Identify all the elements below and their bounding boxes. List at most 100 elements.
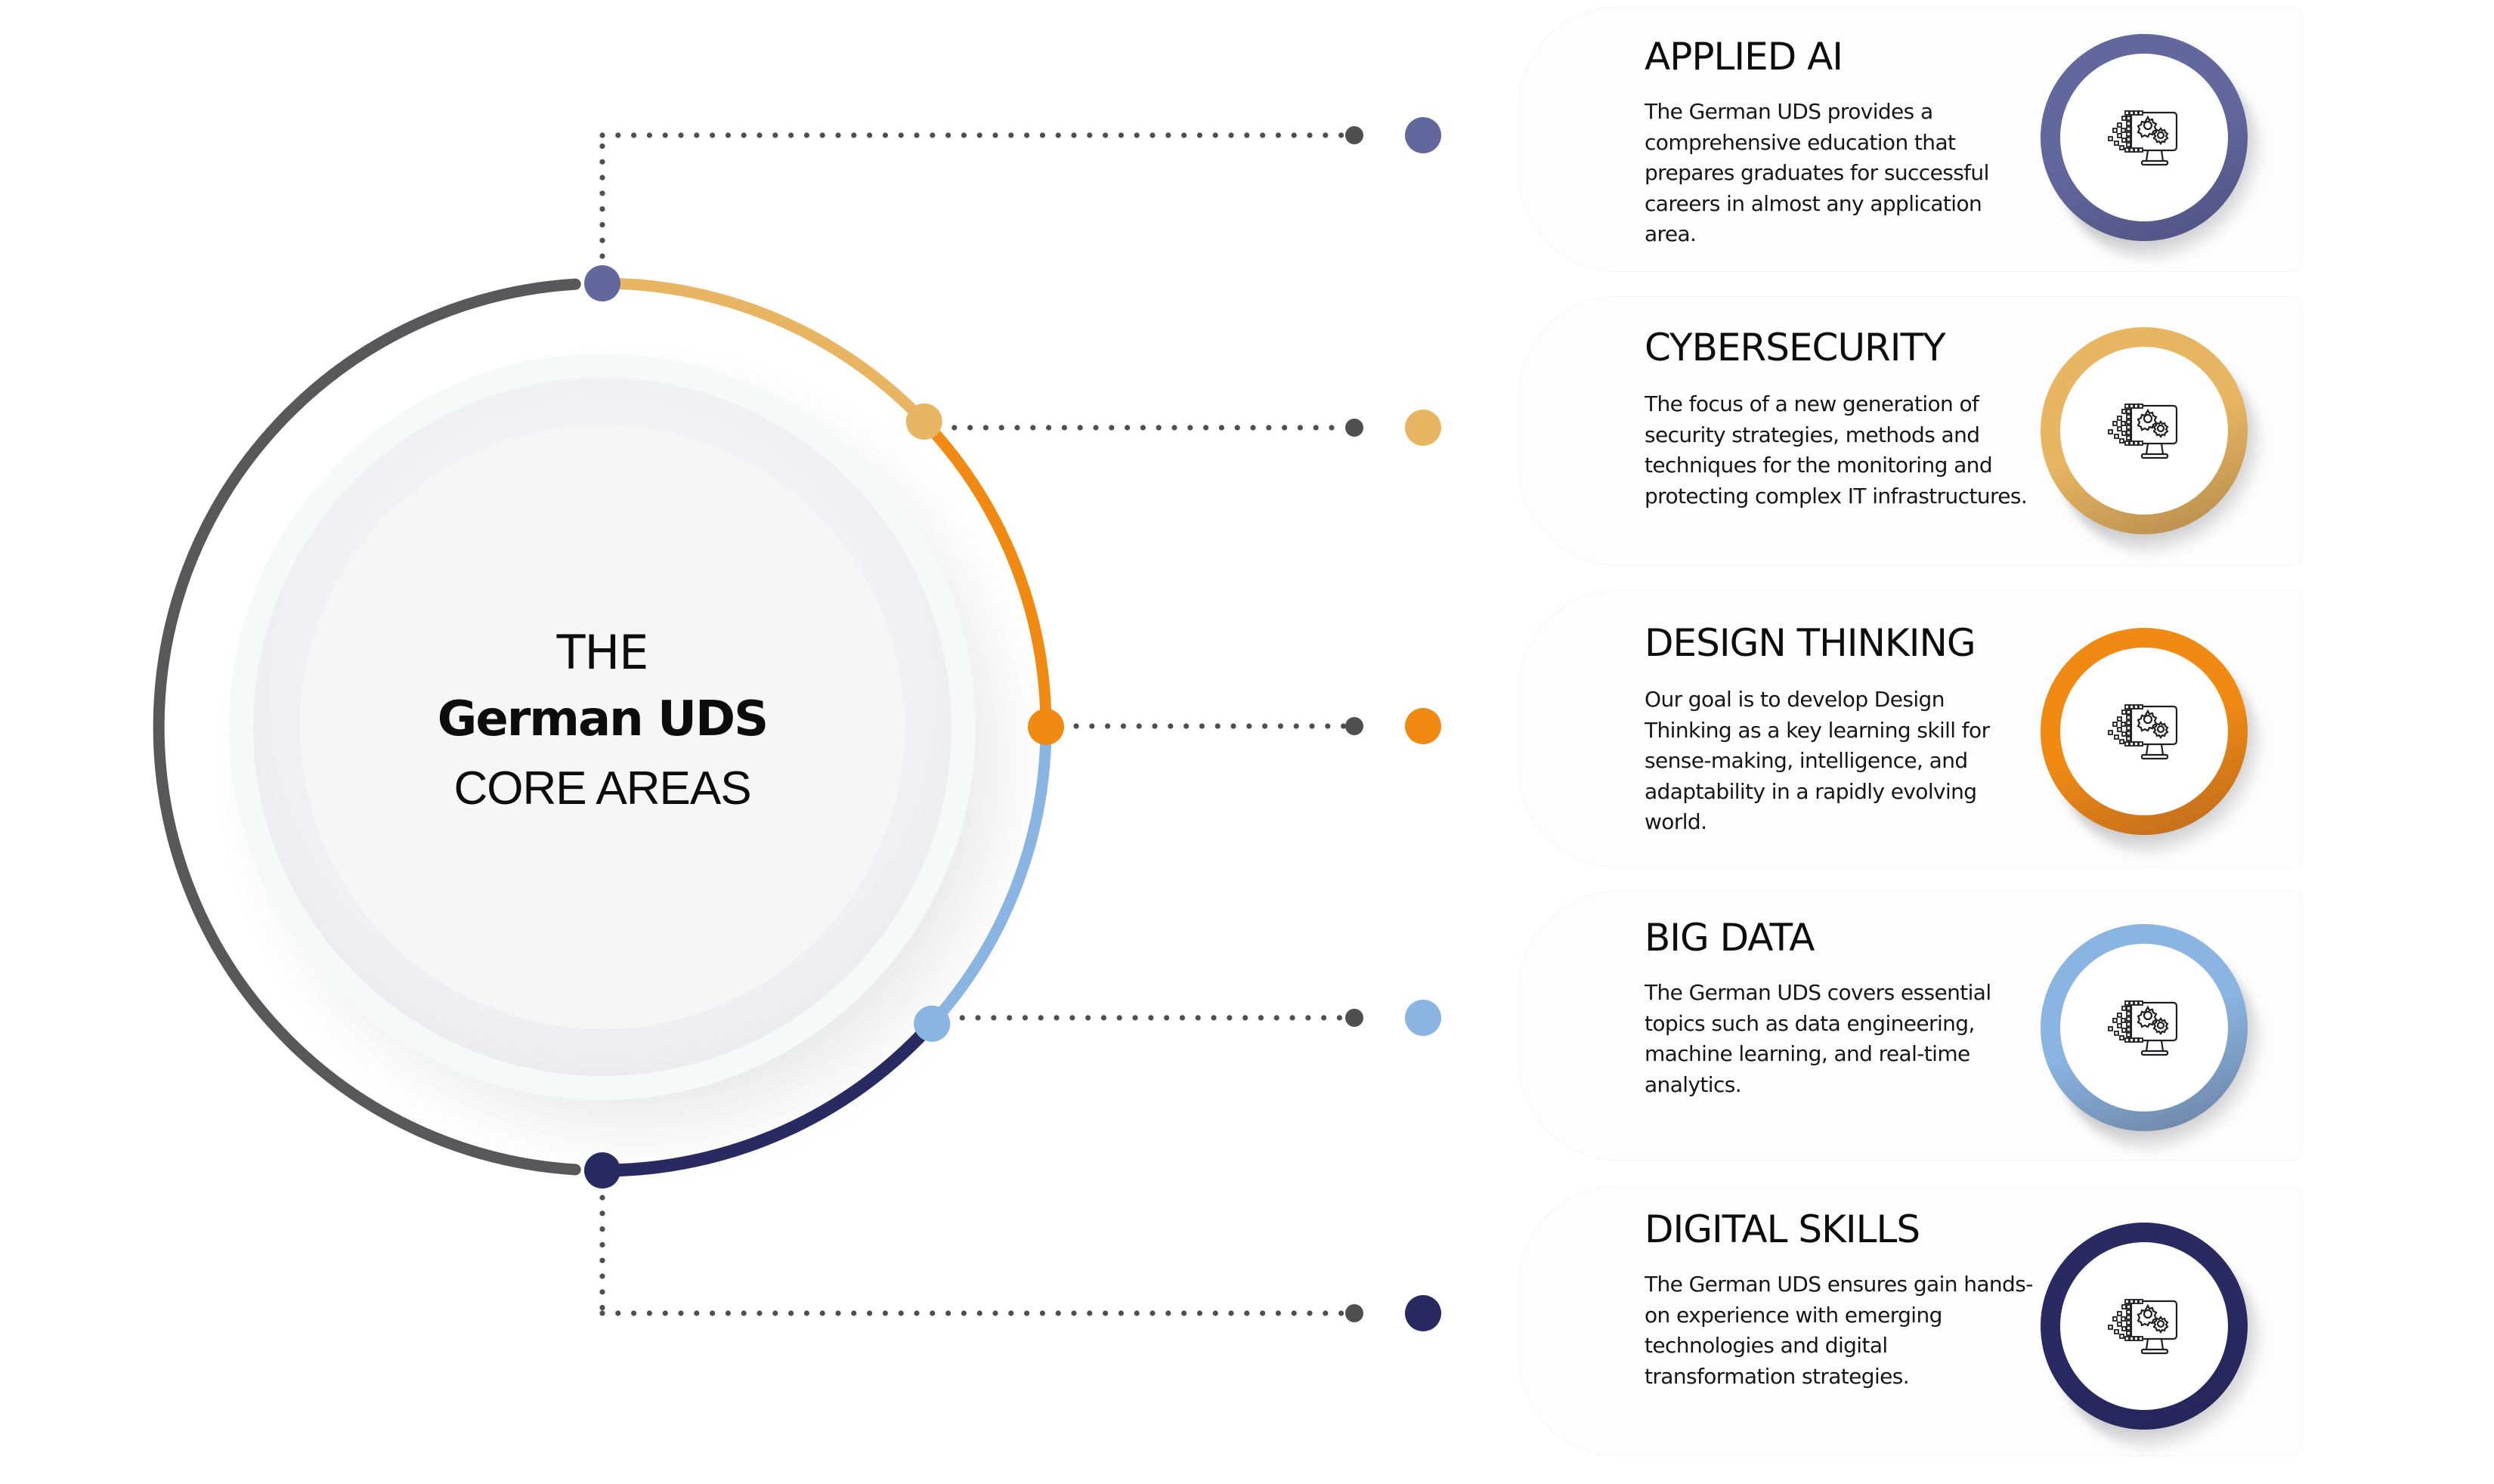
area-description: The German UDS ensures gain hands-on exp…	[1645, 1272, 2033, 1389]
connector-dot-digital-skills	[1118, 1310, 1124, 1316]
connector-dot-digital-skills	[741, 1310, 747, 1316]
connector-dot-design-thinking	[1262, 723, 1268, 729]
connector-dot-big-data	[959, 1015, 965, 1021]
connector-dot-digital-skills	[599, 1289, 605, 1295]
connector-dot-big-data	[1273, 1015, 1279, 1021]
connector-dot-cybersecurity	[1093, 425, 1099, 431]
connector-dot-applied-ai	[1323, 132, 1329, 138]
connector-dot-applied-ai	[599, 237, 605, 243]
connector-dot-digital-skills	[1039, 1310, 1045, 1316]
connector-dot-cybersecurity	[1218, 425, 1224, 431]
connector-dot-applied-ai	[976, 132, 982, 138]
connector-dot-cybersecurity	[1202, 425, 1209, 431]
connector-dot-applied-ai	[819, 132, 825, 138]
area-description: The focus of a new generation of securit…	[1645, 391, 2028, 509]
connector-dot-applied-ai	[694, 132, 700, 138]
connector-dot-digital-skills	[961, 1310, 967, 1316]
connector-dot-applied-ai	[1260, 132, 1266, 138]
connector-dot-big-data	[1132, 1015, 1138, 1021]
connector-dot-digital-skills	[1323, 1310, 1329, 1316]
connector-dot-digital-skills	[599, 1257, 605, 1263]
ring-node-digital-skills	[584, 1152, 620, 1189]
area-title: CYBERSECURITY	[1645, 326, 1946, 369]
connector-dot-digital-skills	[1338, 1310, 1344, 1316]
connector-dot-cybersecurity	[1281, 425, 1288, 431]
icon-badge-inner	[2060, 1242, 2228, 1410]
connector-dot-cybersecurity	[1187, 425, 1193, 431]
connector-dot-digital-skills	[1008, 1310, 1014, 1316]
connector-dot-big-data	[1321, 1015, 1327, 1021]
connector-dot-applied-ai	[1275, 132, 1281, 138]
connector-dot-digital-skills	[599, 1226, 605, 1232]
connector-dot-applied-ai	[867, 132, 873, 138]
connector-dot-digital-skills	[725, 1310, 732, 1316]
connector-dot-digital-skills	[819, 1310, 825, 1316]
connector-dot-applied-ai	[930, 132, 936, 138]
connector-dot-applied-ai	[615, 132, 621, 138]
connector-dot-cybersecurity	[951, 425, 958, 431]
ring-node-applied-ai	[584, 265, 620, 301]
connector-dot-digital-skills	[1134, 1310, 1140, 1316]
area-title: APPLIED AI	[1645, 35, 1843, 79]
connector-dot-digital-skills	[1103, 1310, 1109, 1316]
connector-dot-digital-skills	[631, 1310, 637, 1316]
connector-dot-digital-skills	[1055, 1310, 1061, 1316]
connector-dot-applied-ai	[1165, 132, 1171, 138]
connector-dot-design-thinking	[1341, 723, 1347, 729]
connector-dot-cybersecurity	[1030, 425, 1036, 431]
connector-dot-applied-ai	[1055, 132, 1061, 138]
connector-dot-cybersecurity	[1171, 425, 1177, 431]
connector-dot-design-thinking	[1293, 723, 1299, 729]
connector-dot-digital-skills	[1024, 1310, 1030, 1316]
connector-dot-digital-skills	[615, 1310, 621, 1316]
ring-arc-big-data	[927, 726, 1052, 1028]
area-icon-badge-cybersecurity	[2041, 327, 2264, 557]
connector-dot-applied-ai	[1181, 132, 1187, 138]
connector-dot-big-data	[1242, 1015, 1249, 1021]
connector-end-dot-digital-skills	[1345, 1304, 1363, 1322]
connector-dot-digital-skills	[599, 1210, 605, 1217]
connector-dot-design-thinking	[1073, 723, 1079, 729]
ring-arc-cybersecurity	[602, 277, 929, 426]
connector-dot-design-thinking	[1277, 723, 1283, 729]
connector-dot-applied-ai	[678, 132, 684, 138]
connector-dot-digital-skills	[1228, 1310, 1234, 1316]
connector-dot-applied-ai	[599, 206, 605, 212]
connector-dot-applied-ai	[1244, 132, 1250, 138]
connector-dot-applied-ai	[599, 143, 605, 149]
ring-node-big-data	[914, 1005, 951, 1042]
connector-dot-digital-skills	[930, 1310, 936, 1316]
connector-dot-applied-ai	[725, 132, 732, 138]
connector-dot-design-thinking	[1168, 723, 1174, 729]
connector-dot-digital-skills	[1260, 1310, 1266, 1316]
icon-badge-inner	[2060, 54, 2228, 221]
connector-dot-big-data	[975, 1015, 981, 1021]
ring-arc-digital-skills	[602, 1019, 937, 1177]
connector-dot-digital-skills	[757, 1310, 763, 1316]
connector-dot-digital-skills	[1181, 1310, 1187, 1316]
center-disc-inner	[300, 425, 905, 1029]
connector-dot-applied-ai	[1071, 132, 1077, 138]
connector-dot-digital-skills	[710, 1310, 716, 1316]
connector-dot-digital-skills	[599, 1305, 605, 1311]
connector-dot-applied-ai	[1307, 132, 1313, 138]
connector-dot-applied-ai	[1103, 132, 1109, 138]
connector-dot-digital-skills	[599, 1241, 605, 1247]
center-title-the: THE	[556, 625, 649, 680]
connector-dot-design-thinking	[1246, 723, 1252, 729]
connector-dot-digital-skills	[1212, 1310, 1218, 1316]
connector-dot-applied-ai	[1118, 132, 1124, 138]
area-icon-badge-big-data	[2041, 924, 2264, 1154]
connector-dot-applied-ai	[662, 132, 668, 138]
connector-dot-big-data	[1179, 1015, 1186, 1021]
computer-gears-icon	[2108, 704, 2178, 760]
connector-dot-applied-ai	[1039, 132, 1045, 138]
connector-dot-cybersecurity	[1140, 425, 1146, 431]
connector-dot-cybersecurity	[1250, 425, 1256, 431]
connector-dot-applied-ai	[1338, 132, 1344, 138]
connector-dot-applied-ai	[992, 132, 998, 138]
connector-dot-big-data	[1085, 1015, 1091, 1021]
connector-dot-cybersecurity	[1014, 425, 1020, 431]
connector-dot-digital-skills	[646, 1310, 653, 1316]
